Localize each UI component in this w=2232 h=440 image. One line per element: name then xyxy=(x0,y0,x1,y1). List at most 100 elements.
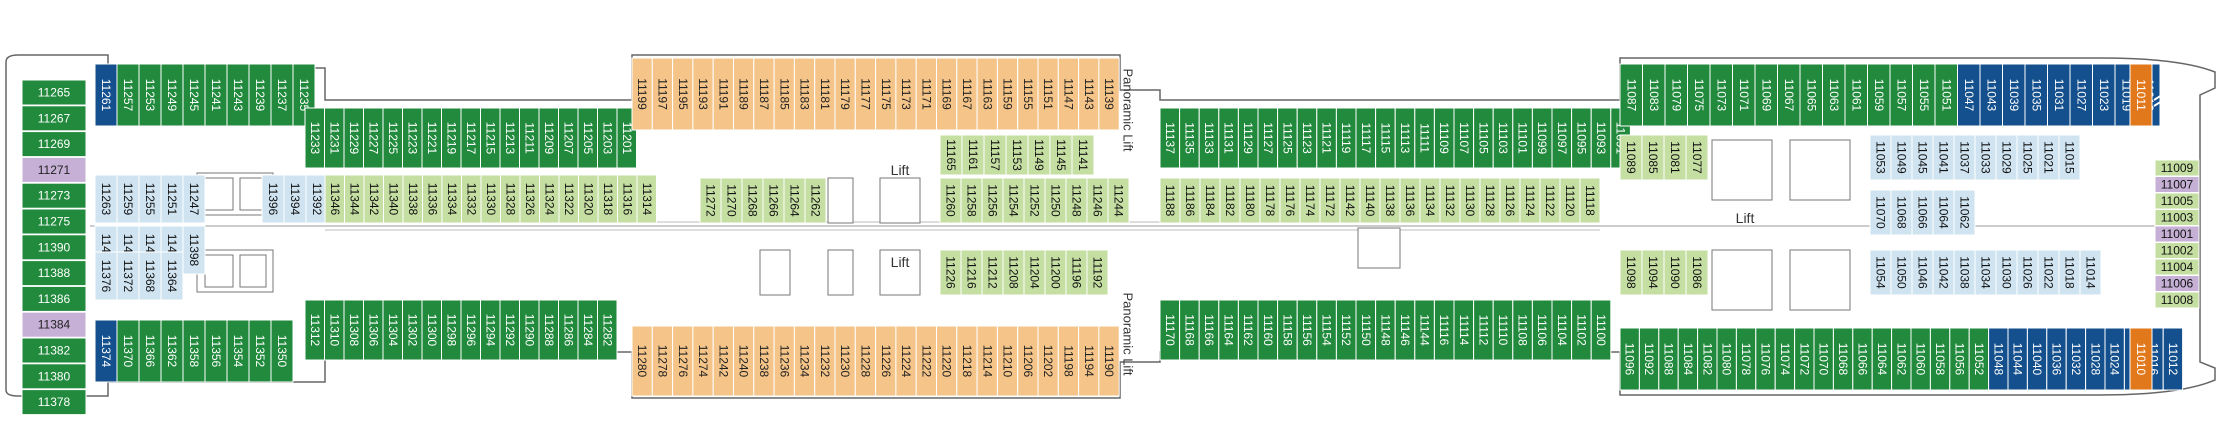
cabin-11139[interactable] xyxy=(1098,57,1120,131)
cabin-number: 11068 xyxy=(1895,196,1909,229)
cabin-number: 11062 xyxy=(1958,196,1972,229)
cabin-11192[interactable] xyxy=(1086,249,1109,296)
cabin-11262[interactable] xyxy=(804,177,827,224)
cabin-number: 11207 xyxy=(561,122,575,155)
cabin-11269[interactable] xyxy=(21,131,87,158)
cabin-number: 11140 xyxy=(1363,185,1377,217)
cabin-number: 11272 xyxy=(704,184,718,217)
cabin-11086[interactable] xyxy=(1685,249,1709,296)
cabin-number: 11269 xyxy=(38,137,71,151)
cabin-number: 11118 xyxy=(1583,185,1597,216)
cabin-number: 11135 xyxy=(1182,122,1196,154)
cabin-11378[interactable] xyxy=(21,389,87,416)
cabin-number: 11125 xyxy=(1280,122,1294,154)
cabin-number: 11181 xyxy=(818,78,832,110)
cabin-number: 11304 xyxy=(386,314,400,347)
cabin-number: 11148 xyxy=(1378,314,1392,346)
cabin-11015[interactable] xyxy=(2058,134,2081,181)
cabin-number: 11069 xyxy=(1759,79,1773,112)
cabin-11390[interactable] xyxy=(21,234,87,261)
cabin-11384[interactable] xyxy=(21,311,87,338)
cabin-11077[interactable] xyxy=(1685,134,1709,181)
cabin-11382[interactable] xyxy=(21,337,87,364)
cabin-number: 11154 xyxy=(1320,314,1334,346)
cabin-number: 11286 xyxy=(561,314,575,347)
cabin-number: 11336 xyxy=(425,183,439,216)
cabin-11350[interactable] xyxy=(270,319,294,383)
cabin-number: 11358 xyxy=(187,335,201,368)
cabin-11190[interactable] xyxy=(1098,325,1120,397)
cabin-number: 11059 xyxy=(1872,79,1886,112)
cabin-11062[interactable] xyxy=(1953,189,1976,236)
cabin-number: 11068 xyxy=(1836,343,1850,376)
cabin-number: 11174 xyxy=(1303,185,1317,217)
cabin-number: 11222 xyxy=(919,345,933,378)
cabin-number: 11245 xyxy=(187,79,201,112)
cabin-11273[interactable] xyxy=(21,182,87,209)
cabin-number: 11244 xyxy=(1112,184,1126,217)
cabin-11364[interactable] xyxy=(160,251,184,301)
cabin-11244[interactable] xyxy=(1107,177,1130,224)
cabin-11275[interactable] xyxy=(21,208,87,235)
cabin-11012[interactable] xyxy=(2162,327,2184,391)
cabin-11118[interactable] xyxy=(1579,177,1601,224)
cabin-number: 11208 xyxy=(1007,256,1021,289)
cabin-11271[interactable] xyxy=(21,156,87,183)
cabin-number: 11275 xyxy=(38,215,71,229)
cabin-number: 11372 xyxy=(121,260,135,293)
cabin-number: 11168 xyxy=(1182,314,1196,346)
cabin-11010[interactable] xyxy=(2129,327,2153,391)
cabin-number: 11342 xyxy=(367,183,381,216)
cabin-number: 11073 xyxy=(1714,79,1728,112)
cabin-number: 11376 xyxy=(99,260,113,293)
cabin-number: 11267 xyxy=(38,111,71,125)
cabin-11314[interactable] xyxy=(636,174,657,224)
cabin-11267[interactable] xyxy=(21,105,87,132)
cabin-number: 11195 xyxy=(676,78,690,110)
cabin-number: 11186 xyxy=(1183,185,1197,217)
cabin-number: 11155 xyxy=(1021,78,1035,110)
cabin-number: 11058 xyxy=(1933,343,1947,376)
cabin-number: 11031 xyxy=(2052,79,2066,112)
cabin-number: 11396 xyxy=(266,183,280,216)
cabin-11282[interactable] xyxy=(597,299,618,361)
cabin-number: 11045 xyxy=(1916,141,1930,174)
cabin-number: 11280 xyxy=(635,345,649,378)
cabin-number: 11398 xyxy=(187,234,201,267)
cabin-11398[interactable] xyxy=(182,225,206,275)
cabin-number: 11065 xyxy=(1804,79,1818,112)
cabin-number: 11271 xyxy=(38,163,71,177)
cabin-number: 11241 xyxy=(209,79,223,112)
cabin-number: 11085 xyxy=(1646,141,1660,174)
cabin-11388[interactable] xyxy=(21,260,87,287)
cabin-number: 11215 xyxy=(483,122,497,155)
cabin-number: 11316 xyxy=(620,183,634,216)
cabin-number: 11024 xyxy=(2108,343,2122,376)
cabin-number: 11221 xyxy=(425,122,439,155)
cabin-number: 11026 xyxy=(2021,256,2035,289)
cabin-number: 11282 xyxy=(600,314,614,347)
cabin-11380[interactable] xyxy=(21,363,87,390)
cabin-11014[interactable] xyxy=(2079,249,2102,296)
cabin-11100[interactable] xyxy=(1590,299,1612,361)
cabin-number: 11211 xyxy=(522,122,536,154)
cabin-number: 11238 xyxy=(757,345,771,378)
cabin-11011[interactable] xyxy=(2129,63,2153,127)
cabin-number: 11209 xyxy=(542,122,556,155)
cabin-number: 11249 xyxy=(165,79,179,112)
cabin-number: 11108 xyxy=(1516,314,1530,346)
cabin-number: 11098 xyxy=(1624,256,1638,289)
cabin-number: 11179 xyxy=(838,78,852,110)
cabin-11386[interactable] xyxy=(21,285,87,312)
cabin-11141[interactable] xyxy=(1071,134,1095,176)
cabin-number: 11228 xyxy=(858,345,872,378)
cabin-11265[interactable] xyxy=(21,79,87,106)
cabin-11008[interactable] xyxy=(2154,291,2200,309)
cabin-number: 11099 xyxy=(1535,122,1549,155)
cabin-number: 11002 xyxy=(2161,244,2194,258)
cabin-11247[interactable] xyxy=(182,174,206,224)
cabin-number: 11151 xyxy=(1041,78,1055,110)
cabin-number: 11095 xyxy=(1574,122,1588,155)
cabin-number: 11235 xyxy=(297,79,311,112)
